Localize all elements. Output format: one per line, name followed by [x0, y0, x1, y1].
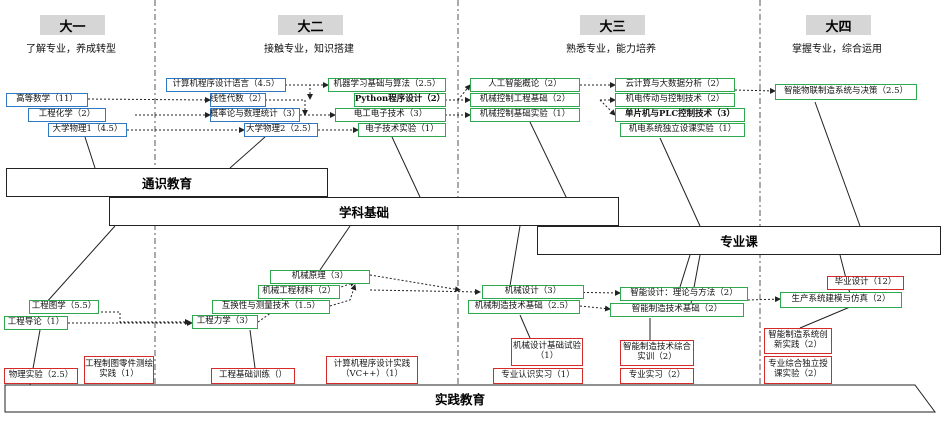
- year-header-3: 大三: [580, 15, 645, 35]
- year-header-4: 大四: [806, 15, 871, 35]
- course-shengchanxitong: 生产系统建模与仿真（2）: [780, 292, 902, 308]
- course-kongzhishiyan: 机械控制基础实验（1）: [470, 108, 580, 122]
- course-zhinengsheji: 智能设计：理论与方法（2）: [620, 287, 748, 301]
- course-jisuanji: 计算机程序设计语言（4.5）: [166, 78, 286, 92]
- year-header-1: 大一: [40, 15, 105, 35]
- band-practice-label: 实践教育: [434, 391, 485, 407]
- practice-zonghe: 智能制造技术综合实训（2）: [620, 340, 694, 366]
- band-major-courses: 专业课: [537, 226, 941, 255]
- course-jixiekongzhi: 机械控制工程基础（2）: [470, 93, 580, 107]
- band-major-label: 专业课: [720, 234, 758, 249]
- course-zhitu: 工程图学（5.5）: [29, 300, 99, 314]
- band-general-label: 通识教育: [141, 176, 192, 191]
- practice-zhituceshi: 工程制图零件测绘实践（1）: [84, 356, 154, 384]
- year-subtitle-1: 了解专业，养成转型: [26, 44, 116, 55]
- course-wuli1: 大学物理1（4.5）: [48, 123, 127, 137]
- course-jiqixuexi: 机器学习基础与算法（2.5）: [328, 78, 446, 92]
- year-subtitle-2: 接触专业，知识搭建: [264, 44, 354, 55]
- course-xiandai: 线性代数（2）: [210, 93, 266, 107]
- year-subtitle-3: 熟悉专业，能力培养: [566, 44, 656, 55]
- course-lixue: 工程力学（3）: [192, 315, 258, 329]
- band-discipline-foundation: 学科基础: [109, 197, 619, 226]
- course-jixiesheji: 机械设计（3）: [482, 285, 584, 299]
- band-general-education: 通识教育: [6, 168, 328, 197]
- band-foundation-label: 学科基础: [338, 205, 389, 220]
- practice-xunlian: 工程基础训练（）: [211, 368, 295, 384]
- course-zhizao: 机械制造技术基础（2.5）: [468, 300, 580, 314]
- course-gaodeng: 高等数学（11）: [6, 93, 88, 107]
- practice-shejishiyan: 机械设计基础试验（1）: [511, 338, 583, 366]
- practice-jianmo: 专业综合独立授课实验（2）: [764, 356, 832, 384]
- practice-zhuanyeshixi: 专业实习（2）: [620, 368, 694, 384]
- course-gonghua: 工程化学（2）: [28, 108, 106, 122]
- course-wuli2: 大学物理2（2.5）: [244, 123, 318, 137]
- course-zhinengzhizao: 智能制造技术基础（2）: [610, 303, 744, 317]
- course-jixieyuanli: 机械原理（3）: [270, 270, 370, 284]
- course-danpianji: 单片机与PLC控制技术（3）: [615, 108, 745, 122]
- course-diangong: 电工电子技术（3）: [335, 108, 446, 122]
- course-biye: 毕业设计（12）: [827, 276, 904, 290]
- practice-renshi: 专业认识实习（1）: [493, 368, 583, 384]
- year-header-2: 大二: [278, 15, 343, 35]
- practice-jisuanjishijian: 计算机程序设计实践（VC++）（1）: [326, 356, 418, 384]
- course-zhinengwulian: 智能物联制造系统与决策（2.5）: [775, 84, 917, 100]
- course-jidian: 机电传动与控制技术（2）: [615, 93, 735, 107]
- practice-wulishiyan: 物理实验（2.5）: [4, 368, 78, 384]
- course-rengong: 人工智能概论（2）: [470, 78, 580, 92]
- prerequisite-arrows: [68, 82, 781, 326]
- course-python: Python程序设计（2）: [354, 93, 446, 107]
- course-yunjisuan: 云计算与大数据分析（2）: [615, 78, 735, 92]
- course-jidianshiyan: 机电系统独立设课实验（1）: [620, 123, 745, 137]
- year-subtitle-4: 掌握专业，综合运用: [792, 44, 882, 55]
- course-gailv: 概率论与数理统计（3）: [210, 108, 300, 122]
- course-gongchengcailiao: 机械工程材料（2）: [258, 285, 340, 299]
- course-dianzishiyan: 电子技术实验（1）: [358, 123, 446, 137]
- practice-chuangxin: 智能制造系统创新实践（2）: [764, 328, 832, 354]
- course-huhuanxing: 互换性与测量技术（1.5）: [212, 300, 330, 314]
- course-daolun: 工程导论（1）: [4, 316, 68, 330]
- year-dividers: [154, 0, 761, 390]
